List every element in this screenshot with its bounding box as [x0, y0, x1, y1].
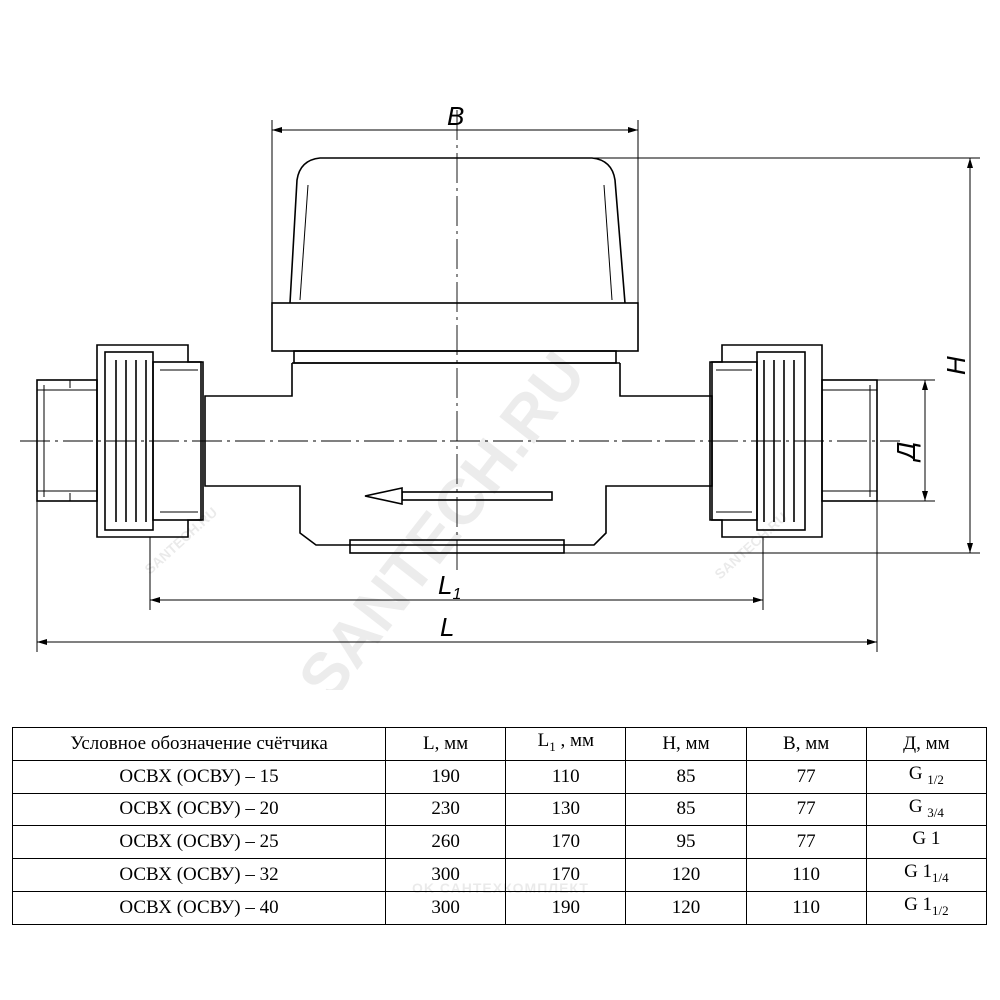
table-row: ОСВХ (ОСВУ) – 20 230 130 85 77 G 3/4: [12, 792, 988, 827]
header-cell: L1 , мм: [505, 727, 627, 761]
right-union-nut: [709, 344, 823, 538]
cell-D: G 1: [865, 825, 988, 860]
cell-name: ОСВХ (ОСВУ) – 25: [12, 825, 386, 860]
cell-name: ОСВХ (ОСВУ) – 40: [12, 890, 386, 925]
cell-B: 77: [745, 759, 867, 794]
cell-B: 77: [745, 792, 867, 827]
cell-L1: 130: [505, 792, 627, 827]
cell-L: 260: [384, 825, 507, 860]
cell-B: 77: [745, 825, 867, 860]
meter-cap: [289, 157, 626, 304]
header-cell: H, мм: [625, 727, 747, 761]
dim-H-label: H: [941, 356, 971, 375]
cell-L: 300: [384, 890, 507, 925]
cell-H: 85: [625, 759, 747, 794]
cell-H: 85: [625, 792, 747, 827]
left-union-nut: [96, 344, 204, 538]
cell-D: G 1/2: [865, 759, 988, 794]
spec-table-container: Условное обозначение счётчика L, мм L1 ,…: [12, 727, 988, 925]
table-watermark: OK САНТЕХКОМПЛЕКТ: [412, 880, 589, 896]
dim-L1-label: L1: [438, 570, 461, 603]
water-meter-drawing: SANTECH.RU SANTECH.RU SANTECH.RU: [20, 101, 980, 690]
table-header-row: Условное обозначение счётчика L, мм L1 ,…: [12, 727, 988, 761]
cell-H: 95: [625, 825, 747, 860]
dim-L1-subscript: 1: [452, 586, 461, 603]
cell-name: ОСВХ (ОСВУ) – 32: [12, 858, 386, 892]
cell-B: 110: [745, 890, 867, 925]
spec-table: Условное обозначение счётчика L, мм L1 ,…: [12, 727, 988, 925]
cell-L1: 170: [505, 858, 627, 892]
cell-H: 120: [625, 858, 747, 892]
table-row: ОСВХ (ОСВУ) – 40 300 190 120 110 G 11/2: [12, 890, 988, 925]
header-cell: Д, мм: [865, 727, 988, 761]
cell-L: 190: [384, 759, 507, 794]
cell-L1: 110: [505, 759, 627, 794]
right-nipple: [821, 379, 878, 502]
cell-D: G 11/2: [865, 890, 988, 925]
cell-name: ОСВХ (ОСВУ) – 20: [12, 792, 386, 827]
cell-L1: 190: [505, 890, 627, 925]
table-row: ОСВХ (ОСВУ) – 15 190 110 85 77 G 1/2: [12, 759, 988, 794]
header-cell: Условное обозначение счётчика: [12, 727, 386, 761]
cell-D: G 11/4: [865, 858, 988, 892]
dim-L-label: L: [440, 612, 454, 642]
header-cell: L, мм: [384, 727, 507, 761]
meter-ring: [271, 302, 639, 352]
header-cell: B, мм: [745, 727, 867, 761]
left-nipple: [36, 379, 98, 502]
cell-name: ОСВХ (ОСВУ) – 15: [12, 759, 386, 794]
cell-D: G 3/4: [865, 792, 988, 827]
cell-B: 110: [745, 858, 867, 892]
cell-L: 230: [384, 792, 507, 827]
dim-B-label: B: [447, 101, 464, 131]
flow-arrow: [364, 487, 553, 505]
cell-H: 120: [625, 890, 747, 925]
table-row: ОСВХ (ОСВУ) – 25 260 170 95 77 G 1: [12, 825, 988, 860]
dim-D-label: Д: [891, 442, 921, 463]
cell-L1: 170: [505, 825, 627, 860]
